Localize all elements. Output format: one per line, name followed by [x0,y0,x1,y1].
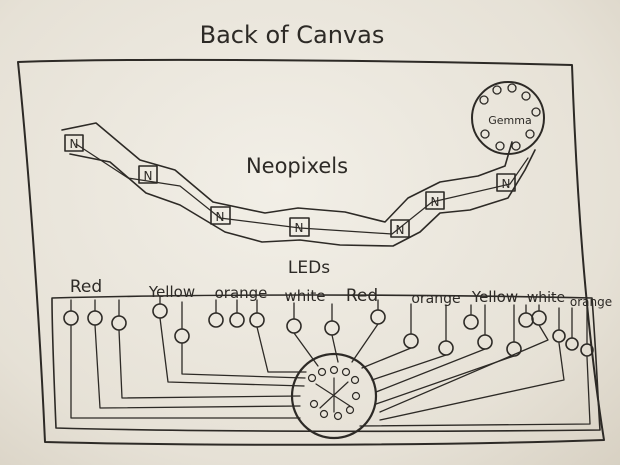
neopixel-marker: N [295,221,304,235]
gemma-board-top: Gemma [471,81,545,155]
neopixel-2: N [138,165,158,184]
leds-label: LEDs [288,258,330,278]
neopixel-7: N [496,173,516,192]
led-orange-6 [552,329,566,343]
neopixel-strip-top [61,122,513,223]
led-label-red-1: Red [70,277,102,297]
led-orange-3 [249,312,265,328]
led-orange-7 [565,337,579,351]
neopixels-label: Neopixels [246,154,348,178]
led-white-4 [531,310,547,326]
led-yellow-4 [477,334,493,350]
led-label-white-1: white [284,287,325,305]
neopixel-3: N [210,206,231,225]
page-title: Back of Canvas [200,21,385,49]
led-yellow-1 [152,303,168,319]
led-white-3 [518,312,534,328]
neopixel-marker: N [70,137,79,151]
led-orange-1 [208,312,224,328]
led-orange-5 [438,340,454,356]
led-rail [51,294,601,433]
led-color-labels: Red Yellow orange white Red orange Yello… [70,277,612,309]
neopixel-marker: N [144,169,153,183]
neopixel-1: N [64,134,84,152]
led-orange-4 [403,333,419,349]
led-yellow-3 [463,314,479,330]
neopixel-strip-bottom [69,149,536,247]
led-label-orange-3: orange [570,295,612,309]
led-orange-2 [229,312,245,328]
gemma-board-center [290,352,378,440]
led-wires [70,295,591,427]
led-red-1 [63,310,79,326]
led-label-red-2: Red [346,286,378,306]
neopixel-6: N [425,191,445,210]
led-red-3 [111,315,127,331]
led-label-white-2: white [527,290,565,306]
neopixel-5: N [390,219,410,238]
led-white-2 [324,320,340,336]
neopixel-marker: N [396,223,405,237]
neopixel-4: N [289,217,310,237]
led-red-4 [370,309,386,325]
led-label-yellow-1: Yellow [148,283,195,301]
neopixel-marker: N [502,177,511,191]
led-label-orange-2: orange [411,291,460,307]
neopixel-marker: N [431,195,440,209]
neopixel-strip-wire [75,143,529,235]
canvas-frame [17,58,605,446]
led-label-yellow-2: Yellow [471,288,518,306]
led-label-orange-1: orange [215,284,268,302]
neopixel-marker: N [216,210,225,224]
gemma-label: Gemma [488,114,531,127]
led-white-1 [286,318,302,334]
led-red-2 [87,310,103,326]
led-yellow-2 [174,328,190,344]
